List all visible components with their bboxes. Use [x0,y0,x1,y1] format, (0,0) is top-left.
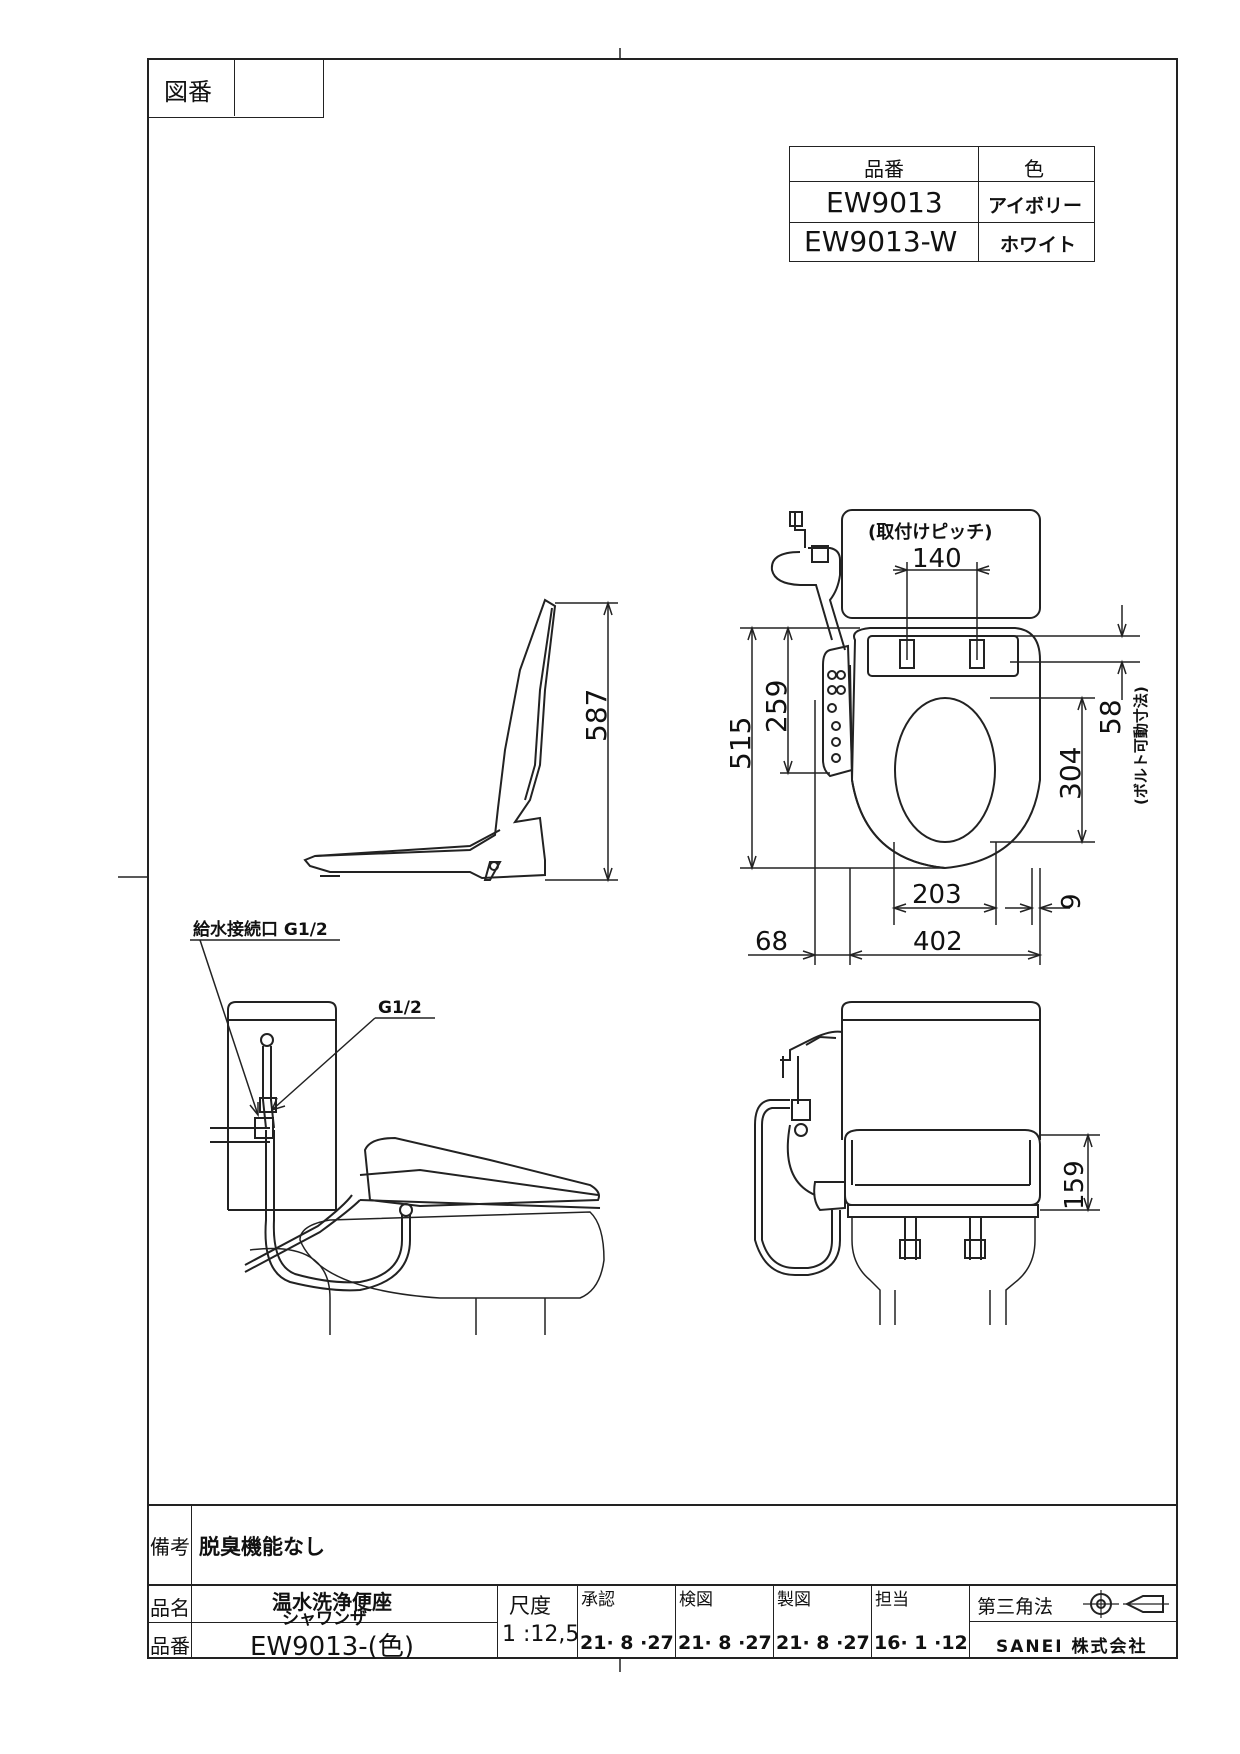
remarks-label: 備考 [150,1535,190,1559]
scale-value: 1 :12,5 [502,1622,580,1647]
product-name-label: 品名 [150,1596,190,1620]
table-color-2: ホワイト [1000,234,1077,256]
charge-date: 16· 1 ·12 [874,1632,968,1654]
side-view [303,598,557,881]
scale-label: 尺度 [509,1594,551,1618]
table-model-2: EW9013-W [804,225,958,258]
dim-text-203: 203 [912,880,962,910]
table-model-1: EW9013 [826,186,943,219]
dim-text-402: 402 [913,927,963,957]
supply-port-label: 給水接続口 G1/2 [193,919,328,940]
dim-text-515: 515 [724,717,757,770]
install-leaders [190,939,435,1118]
checked-date: 21· 8 ·27 [678,1632,772,1654]
dim-text-9: 9 [1057,893,1087,910]
approved-label: 承認 [581,1590,615,1610]
dim-text-adjust-note: (ボルト可動寸法) [1132,686,1150,805]
dim-159 [1040,1132,1100,1213]
drawing-number-box: 図番 [147,58,324,118]
table-color-1: アイボリー [988,195,1083,217]
drawn-label: 製図 [777,1590,811,1610]
product-number-value: EW9013-(色) [250,1632,414,1662]
dim-text-159: 159 [1060,1160,1090,1210]
checked-label: 検図 [679,1590,713,1610]
dim-text-259: 259 [760,680,793,733]
drawing-number-label: 図番 [164,78,212,106]
rear-view [754,1001,1041,1325]
table-header-model: 品番 [864,157,904,181]
product-number-label: 品番 [150,1634,190,1658]
remarks-value: 脱臭機能なし [199,1535,325,1559]
charge-label: 担当 [875,1590,909,1610]
model-color-table: 品番 色 EW9013 アイボリー EW9013-W ホワイト [789,146,1095,262]
dimension-texts: (取付けピッチ) 140 587 515 259 58 (ボルト可動寸法) 30… [193,521,1150,1210]
dim-text-140: 140 [912,544,962,574]
projection-label: 第三角法 [977,1596,1054,1618]
mount-pitch-label: (取付けピッチ) [868,521,992,543]
company-name: SANEI 株式会社 [996,1637,1148,1657]
dim-text-587: 587 [580,689,613,742]
product-name-value: 温水洗浄便座 [272,1590,392,1614]
product-name-sub: シャワンザ [282,1609,367,1629]
top-view [770,509,1041,870]
dim-text-58: 58 [1094,699,1127,735]
dim-text-304: 304 [1054,747,1087,800]
top-view-dims [740,562,1140,965]
dim-587 [545,600,618,883]
third-angle-projection-icon [1083,1590,1169,1618]
thread-label: G1/2 [378,998,422,1018]
dim-text-68: 68 [755,927,788,957]
drawing-sheet [147,58,1178,1659]
approved-date: 21· 8 ·27 [580,1632,674,1654]
install-side-view [210,1001,605,1335]
drawn-date: 21· 8 ·27 [776,1632,870,1654]
title-block: 備考 脱臭機能なし 品名 温水洗浄便座 シャワンザ 品番 EW9013-(色) … [147,1504,1178,1662]
table-header-color: 色 [1024,157,1044,181]
